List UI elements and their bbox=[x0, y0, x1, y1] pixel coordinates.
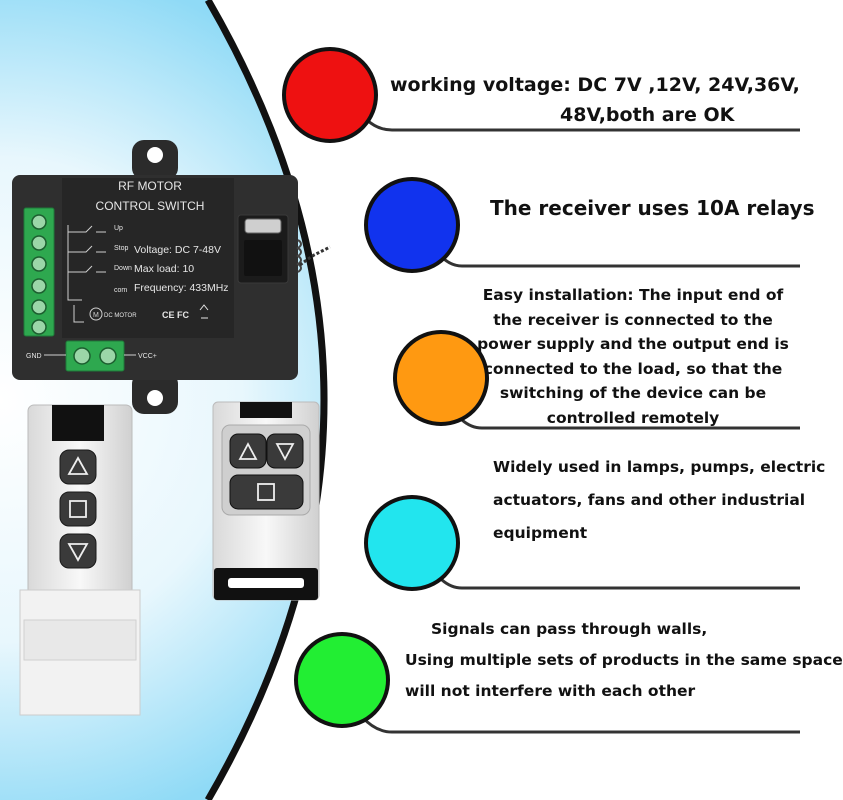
recycle-icon bbox=[199, 304, 209, 319]
keyfob-button-down bbox=[266, 433, 304, 469]
feature-circle-red bbox=[282, 47, 378, 143]
remote-button-down bbox=[59, 533, 97, 569]
connector-line-2 bbox=[423, 229, 800, 268]
mounting-hole-bottom bbox=[147, 390, 163, 406]
keyfob-remote bbox=[212, 401, 320, 601]
keyfob-button-up bbox=[229, 433, 267, 469]
connector-line-4 bbox=[423, 554, 800, 590]
keyfob-stop-square-icon bbox=[257, 483, 275, 501]
voltage-spec: Voltage: DC 7-48V bbox=[134, 244, 221, 256]
feature-circle-cyan bbox=[364, 495, 460, 591]
pairing-button bbox=[244, 240, 282, 276]
terminal-up-label: Up bbox=[114, 225, 123, 232]
certification-marks: CE FC bbox=[162, 310, 190, 320]
stop-square-icon bbox=[69, 500, 87, 518]
feature-circle-green bbox=[294, 632, 390, 728]
terminal-com-label: com bbox=[114, 287, 127, 294]
feature-circle-orange bbox=[393, 330, 489, 426]
feature-text-applications: Widely used in lamps, pumps, electric ac… bbox=[493, 451, 825, 550]
feature-text-installation: Easy installation: The input end of the … bbox=[477, 286, 789, 427]
keyfob-down-arrow-icon bbox=[275, 443, 295, 461]
up-arrow-icon bbox=[67, 456, 89, 475]
motor-label: DC MOTOR bbox=[104, 313, 137, 319]
max-load-spec: Max load: 10 bbox=[134, 263, 194, 275]
rf-receiver-module: M RF MOTOR CONTROL SWITCH Up Stop Down c… bbox=[12, 140, 331, 414]
feature-text-voltage: working voltage: DC 7V ,12V, 24V,36V, 48… bbox=[390, 70, 800, 130]
terminal-down-label: Down bbox=[114, 265, 132, 272]
remote-button-stop bbox=[59, 491, 97, 527]
feature-text-voltage-line1: working voltage: DC 7V ,12V, 24V,36V, bbox=[390, 74, 800, 96]
infographic-graphics: M RF MOTOR CONTROL SWITCH Up Stop Down c… bbox=[0, 0, 800, 800]
feature-text-applications-line3: equipment bbox=[493, 524, 588, 542]
long-remote bbox=[19, 404, 141, 716]
frequency-spec: Frequency: 433MHz bbox=[134, 282, 229, 294]
svg-text:M: M bbox=[93, 312, 99, 319]
keyfob-up-arrow-icon bbox=[238, 442, 258, 460]
receiver-title-line1: RF MOTOR bbox=[118, 179, 182, 193]
remote-button-up bbox=[59, 449, 97, 485]
terminal-block-left bbox=[23, 207, 55, 337]
mounting-hole-top bbox=[147, 147, 163, 163]
feature-text-relays: The receiver uses 10A relays bbox=[490, 196, 815, 220]
feature-circle-blue bbox=[364, 177, 460, 273]
feature-text-signal: Signals can pass through walls, Using mu… bbox=[405, 614, 843, 707]
feature-text-signal-line1: Signals can pass through walls, bbox=[431, 620, 708, 638]
feature-text-signal-line2: Using multiple sets of products in the s… bbox=[405, 651, 843, 669]
terminal-stop-label: Stop bbox=[114, 245, 129, 252]
timeline-arc bbox=[204, 0, 328, 800]
feature-circles bbox=[282, 47, 489, 728]
keyfob-button-stop bbox=[229, 474, 304, 510]
antenna-wire bbox=[296, 239, 302, 273]
vcc-label: VCC+ bbox=[138, 353, 157, 360]
remote-led-window bbox=[52, 405, 104, 441]
down-arrow-icon bbox=[67, 543, 89, 562]
keyfob-led-window bbox=[240, 402, 292, 418]
feature-text-signal-line3: will not interfere with each other bbox=[405, 682, 696, 700]
feature-text-applications-line2: actuators, fans and other industrial bbox=[493, 491, 806, 509]
feature-text-voltage-line2: 48V,both are OK bbox=[560, 104, 735, 126]
feature-text-applications-line1: Widely used in lamps, pumps, electric bbox=[493, 458, 826, 476]
gnd-label: GND bbox=[26, 353, 42, 360]
receiver-title-line2: CONTROL SWITCH bbox=[96, 199, 205, 213]
